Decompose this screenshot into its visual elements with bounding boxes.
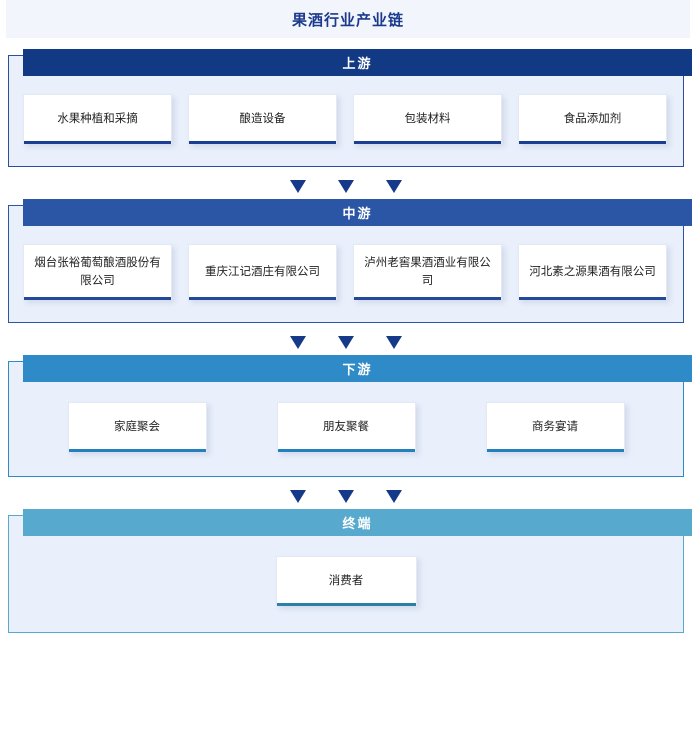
page-title: 果酒行业产业链 [291,11,404,29]
arrow-down-icon [386,489,402,503]
card-upstream-4[interactable]: 食品添加剂 [518,94,667,144]
arrow-down-icon [386,335,402,349]
section-midstream-cards: 烟台张裕葡萄酿酒股份有限公司 重庆江记酒庄有限公司 泸州老窖果酒酒业有限公司 河… [9,226,683,322]
page-title-band: 果酒行业产业链 [6,0,690,38]
section-downstream-cards: 家庭聚会 朋友聚餐 商务宴请 [9,382,683,476]
arrow-row-midstream-to-downstream [0,323,692,361]
section-midstream-inner: 中游 烟台张裕葡萄酿酒股份有限公司 重庆江记酒庄有限公司 泸州老窖果酒酒业有限公… [9,199,692,322]
arrow-down-icon [386,179,402,193]
card-downstream-2[interactable]: 朋友聚餐 [276,402,416,452]
card-midstream-3[interactable]: 泸州老窖果酒酒业有限公司 [353,244,502,300]
card-downstream-3[interactable]: 商务宴请 [485,402,625,452]
card-midstream-2[interactable]: 重庆江记酒庄有限公司 [188,244,337,300]
card-terminal-1[interactable]: 消费者 [275,556,417,606]
section-terminal-cards: 消费者 [9,536,683,632]
section-terminal: 终端 消费者 [8,509,692,633]
card-downstream-1[interactable]: 家庭聚会 [67,402,207,452]
card-upstream-1[interactable]: 水果种植和采摘 [23,94,172,144]
section-upstream-cards: 水果种植和采摘 酿造设备 包装材料 食品添加剂 [9,76,683,166]
card-upstream-3[interactable]: 包装材料 [353,94,502,144]
section-upstream-inner: 上游 水果种植和采摘 酿造设备 包装材料 食品添加剂 [9,49,692,166]
arrow-down-icon [338,489,354,503]
arrow-down-icon [290,179,306,193]
card-midstream-4[interactable]: 河北素之源果酒有限公司 [518,244,667,300]
section-downstream-inner: 下游 家庭聚会 朋友聚餐 商务宴请 [9,355,692,476]
arrow-row-downstream-to-terminal [0,477,692,515]
section-upstream: 上游 水果种植和采摘 酿造设备 包装材料 食品添加剂 [8,49,692,167]
section-header-downstream: 下游 [23,355,692,382]
card-midstream-1[interactable]: 烟台张裕葡萄酿酒股份有限公司 [23,244,172,300]
section-terminal-inner: 终端 消费者 [9,509,692,632]
section-header-terminal: 终端 [23,509,692,536]
arrow-down-icon [290,335,306,349]
card-upstream-2[interactable]: 酿造设备 [188,94,337,144]
arrow-row-upstream-to-midstream [0,167,692,205]
arrow-down-icon [338,179,354,193]
section-header-upstream: 上游 [23,49,692,76]
section-downstream: 下游 家庭聚会 朋友聚餐 商务宴请 [8,355,692,477]
section-header-midstream: 中游 [23,199,692,226]
arrow-down-icon [338,335,354,349]
arrow-down-icon [290,489,306,503]
section-midstream: 中游 烟台张裕葡萄酿酒股份有限公司 重庆江记酒庄有限公司 泸州老窖果酒酒业有限公… [8,199,692,323]
